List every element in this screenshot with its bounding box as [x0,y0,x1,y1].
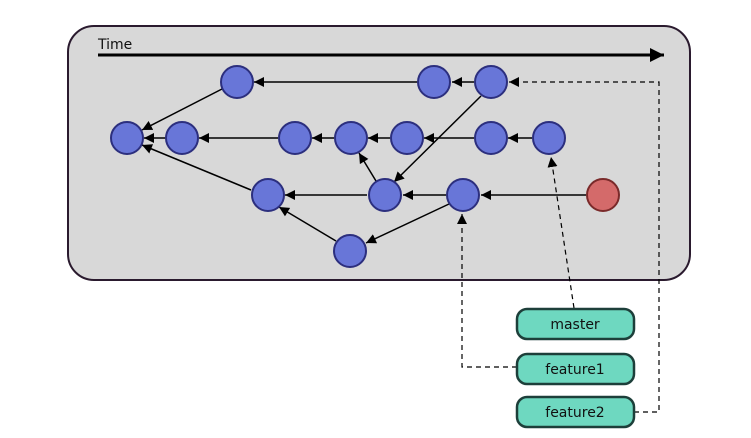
commit-node [278,121,312,155]
time-label: Time [97,37,132,53]
uncommitted-node [586,178,620,212]
commit-node [532,121,566,155]
branch-label-text: feature2 [545,405,604,421]
edge [278,206,337,242]
feature2-pointer [509,77,660,413]
commit-node [446,178,480,212]
branch-label-feature1[interactable]: feature1 [515,352,636,386]
commit-node [220,65,254,99]
branch-box [515,395,636,429]
branch-label-text: master [550,317,600,333]
commit-edges [141,77,586,244]
commit-node [390,121,424,155]
commit-node [474,121,508,155]
commit-node [334,121,368,155]
edge [141,88,223,131]
commit-node [165,121,199,155]
edge [393,95,482,183]
edge [141,144,252,191]
commit-node [417,65,451,99]
commits [110,65,620,268]
branch-box [515,352,636,386]
branch-label-master[interactable]: master [515,307,636,341]
commit-node [474,65,508,99]
master-pointer [547,156,575,309]
branch-label-feature2[interactable]: feature2 [515,395,636,429]
feature1-pointer [457,214,517,368]
edge [365,203,450,244]
commit-node [110,121,144,155]
branch-pointers [457,77,660,413]
edge [358,152,377,182]
branch-box [515,307,636,341]
commit-node [368,178,402,212]
commit-node [333,234,367,268]
commit-node [251,178,285,212]
branch-label-text: feature1 [545,362,604,378]
